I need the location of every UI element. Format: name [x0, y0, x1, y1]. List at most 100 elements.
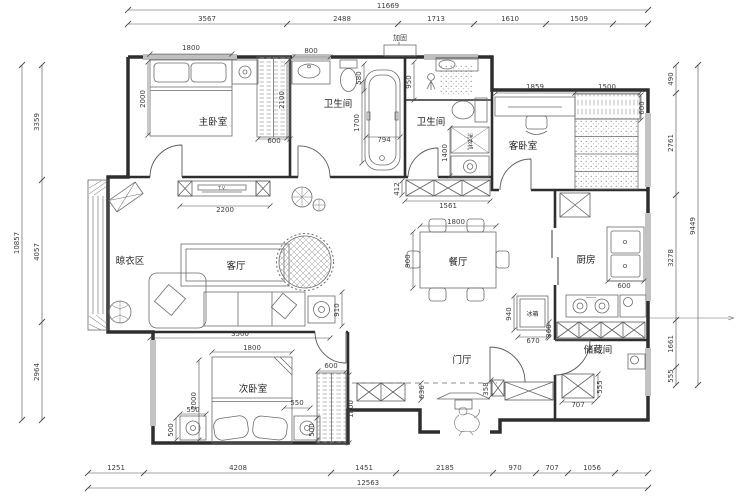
bath2-washing-machine	[450, 126, 490, 154]
dim-label: 1400	[441, 144, 449, 162]
dim-label: 550	[290, 399, 303, 407]
dim-label: 10857	[13, 232, 21, 254]
dim-label: 800	[304, 47, 317, 55]
door-hall-inner	[489, 346, 526, 383]
second-wardrobe	[316, 372, 347, 444]
door-storage	[554, 339, 591, 376]
dim-label: 1610	[501, 15, 519, 23]
dim-label: 412	[393, 182, 401, 195]
door-guest-bedroom	[499, 158, 532, 191]
window-master-top	[143, 54, 237, 60]
doors	[149, 144, 591, 383]
guest-wardrobe	[574, 93, 641, 120]
dim-label: 970	[508, 464, 521, 472]
dim-label: 1700	[353, 114, 361, 132]
dim-label: 9449	[689, 217, 697, 235]
dim-label: 1713	[427, 15, 445, 23]
room-label-kitchen: 厨房	[576, 254, 595, 266]
guest-bed	[574, 118, 639, 190]
kitchen-sink	[606, 226, 645, 282]
door-master-bedroom	[149, 144, 183, 178]
dim-label: 1800	[447, 218, 465, 226]
room-label-second-bedroom: 次卧室	[239, 383, 268, 395]
windows	[143, 54, 651, 426]
guest-desk	[494, 96, 576, 135]
fixture-label-washing-machine: 洗衣机	[466, 133, 474, 150]
storage-fixture	[627, 353, 646, 370]
dim-label: 1509	[570, 15, 588, 23]
dim-label: 940	[505, 307, 513, 320]
dim-label: 636	[418, 385, 426, 399]
dim-label: 4208	[229, 464, 247, 472]
dim-label: 1800	[243, 344, 261, 352]
round-rug	[276, 233, 334, 291]
dim-label: 2000	[139, 90, 147, 108]
dim-label: 670	[526, 337, 539, 345]
master-bed	[149, 59, 233, 137]
dim-label: 910	[333, 303, 341, 316]
interior-walls	[128, 57, 648, 420]
second-nightstand-right	[293, 415, 321, 441]
dim-label: 3500	[231, 330, 249, 338]
dim-label: 600	[324, 362, 337, 370]
kitchen-corner-unit	[619, 294, 647, 318]
dimension-lines	[18, 6, 702, 492]
room-label-storage-room: 储藏间	[584, 344, 613, 356]
dim-label: 900	[404, 254, 412, 267]
reinforced-box	[383, 42, 417, 57]
room-label-bathroom-1: 卫生间	[324, 98, 353, 110]
dim-label: 600	[617, 282, 630, 290]
second-nightstand-left	[179, 415, 207, 441]
fridge	[516, 295, 549, 331]
fixture-label-reinforced: 加固	[393, 33, 407, 42]
dim-label: 1251	[107, 464, 125, 472]
bath2-toilet	[451, 97, 488, 123]
balcony-drying-area	[87, 179, 109, 331]
shower-area	[426, 65, 472, 95]
fixture-label-fridge: 冰箱	[526, 310, 538, 318]
entry-person-figure	[454, 406, 480, 437]
dim-label: 580	[355, 71, 363, 84]
dim-label: 1800	[347, 400, 355, 418]
bath1-toilet	[339, 59, 358, 92]
room-label-dining-room: 餐厅	[448, 256, 468, 268]
room-label-drying-area: 晾衣区	[116, 255, 145, 267]
dim-label: 950	[405, 75, 413, 88]
dim-label: 707	[545, 464, 558, 472]
dim-label: 3567	[198, 15, 216, 23]
master-nightstand	[231, 59, 259, 85]
door-kitchen-sliding	[551, 230, 559, 285]
shower-basin	[435, 57, 479, 72]
door-bathroom-1	[297, 145, 331, 178]
dim-label: 3278	[667, 249, 675, 267]
kitchen-stove	[565, 294, 619, 318]
dim-label: 555	[596, 380, 604, 393]
master-wardrobe	[256, 56, 291, 138]
dim-label: 360	[545, 324, 553, 337]
entry-canopy	[436, 392, 491, 410]
window-shower-top	[424, 54, 478, 60]
dim-label: 12563	[357, 479, 379, 487]
fixture-label-tv: T.V.	[217, 186, 226, 192]
window-storage-right	[645, 348, 651, 396]
dim-label: 4057	[33, 243, 41, 261]
dim-label: 500	[308, 423, 316, 436]
dim-label: 2200	[216, 206, 234, 214]
dim-label: 2761	[667, 134, 675, 152]
dim-label: 1561	[439, 202, 457, 210]
dim-label: 1451	[355, 464, 373, 472]
side-table	[307, 295, 336, 324]
plant-corner	[108, 181, 144, 213]
dim-label: 707	[571, 401, 584, 409]
dim-label: 11669	[377, 2, 399, 10]
bath1-basin	[291, 60, 331, 85]
cabinet-xboxes	[177, 179, 646, 402]
plants-pot	[291, 186, 326, 212]
window-bedroom2-left	[150, 340, 156, 426]
room-label-master-bedroom: 主卧室	[199, 116, 228, 128]
door-second-bedroom	[314, 331, 347, 364]
section-leader	[650, 315, 735, 321]
